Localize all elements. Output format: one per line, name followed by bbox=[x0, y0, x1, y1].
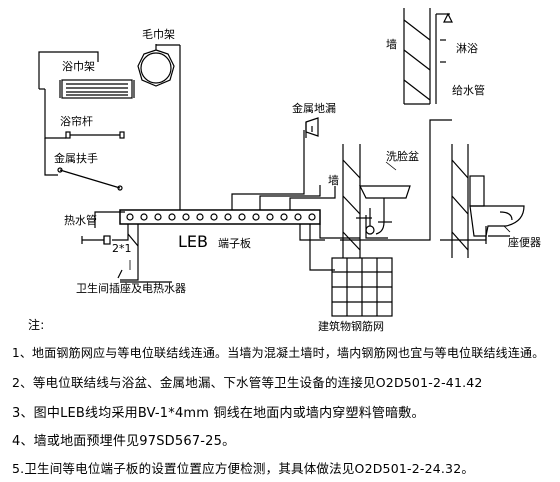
metal-handrail-icon bbox=[57, 167, 123, 191]
label-water-supply-pipe: 给水管 bbox=[452, 83, 485, 97]
label-leb-latin: LEB bbox=[178, 232, 208, 251]
label-metal-handrail: 金属扶手 bbox=[54, 151, 98, 165]
label-wall-top: 墙 bbox=[386, 37, 397, 51]
label-wall-mid: 墙 bbox=[328, 173, 339, 187]
washbasin-icon bbox=[356, 185, 411, 235]
towel-ring-icon bbox=[137, 44, 175, 87]
leb-terminal-board bbox=[119, 209, 321, 225]
toilet-wall bbox=[451, 144, 469, 258]
washbasin-wall bbox=[342, 144, 361, 258]
notes-heading: 注: bbox=[28, 318, 45, 332]
note-3: 3、图中LEB线均采用BV-1*4mm 铜线在地面内或墙内穿塑料管暗敷。 bbox=[12, 406, 425, 421]
hot-water-pipe-icon bbox=[81, 235, 111, 245]
note-5: 5.卫生间等电位端子板的设置位置应方便检测，其具体做法见O2D501-2-24.… bbox=[12, 461, 475, 476]
label-shower-rod: 浴帘杆 bbox=[60, 114, 93, 128]
label-wire-spec: 2*1 bbox=[112, 242, 132, 255]
shower-wall bbox=[403, 8, 431, 105]
rebar-mesh-icon bbox=[331, 257, 393, 317]
note-2: 2、等电位联结线与浴盆、金属地漏、下水管等卫生设备的连接见O2D501-2-41… bbox=[12, 375, 483, 390]
shower-rod-icon bbox=[65, 131, 125, 139]
note-1: 1、地面钢筋网应与等电位联结线连通。当墙为混凝土墙时，墙内钢筋网也宜与等电位联结… bbox=[12, 346, 545, 360]
shower-head-icon bbox=[435, 12, 453, 104]
note-4: 4、墙或地面预埋件见97SD567-25。 bbox=[12, 434, 236, 449]
label-leb-cjk: 端子板 bbox=[218, 236, 251, 250]
label-shower: 淋浴 bbox=[456, 42, 478, 55]
toilet-icon bbox=[469, 175, 525, 244]
label-washbasin: 洗脸盆 bbox=[386, 149, 419, 163]
label-towel-rack: 浴巾架 bbox=[62, 59, 95, 73]
label-toilet: 座便器 bbox=[508, 235, 541, 249]
towel-rack-icon bbox=[59, 79, 135, 99]
label-towel-ring: 毛巾架 bbox=[142, 27, 175, 41]
label-rebar-mesh: 建筑物钢筋网 bbox=[318, 319, 384, 333]
label-metal-floor-drain: 金属地漏 bbox=[292, 101, 336, 115]
label-hot-water-pipe: 热水管 bbox=[64, 213, 97, 227]
label-socket-heater: 卫生间插座及电热水器 bbox=[76, 281, 186, 295]
floor-drain-icon bbox=[305, 117, 319, 138]
